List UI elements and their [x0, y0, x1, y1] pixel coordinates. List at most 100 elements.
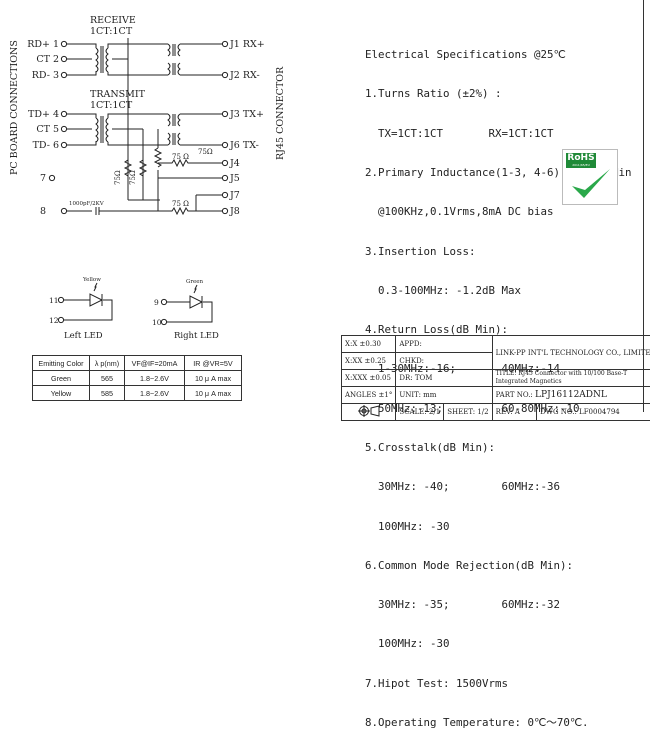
- pc-board-label: PC BOARD CONNECTIONS: [9, 40, 20, 175]
- pin-label-j8: J8: [229, 206, 240, 217]
- pin-label-ct2: CT 2: [36, 54, 59, 65]
- left-pins: [48, 40, 68, 215]
- pin-label-rd-plus: RD+ 1: [27, 39, 59, 50]
- table-row: Green 565 1.8~2.6V 10 μ A max: [32, 370, 242, 386]
- col-header: IR @VR=5V: [184, 355, 242, 371]
- r2-label: 75Ω: [129, 170, 137, 185]
- right-led-caption: Right LED: [174, 331, 219, 341]
- spec-line: 100MHz: -30: [365, 519, 450, 533]
- rohs-label: RoHS: [567, 153, 595, 163]
- pin-label-rd-minus: RD- 3: [32, 70, 59, 81]
- tolerance-4: ANGLES ±1°: [340, 386, 397, 404]
- pin-label-td-minus: TD- 6: [33, 140, 59, 151]
- pin-label-j6: J6 TX-: [229, 140, 259, 151]
- spec-line: Electrical Specifications @25℃: [365, 48, 566, 62]
- title-label: TITLE:: [495, 370, 517, 377]
- r4-label: 75 Ω: [172, 200, 189, 208]
- spec-line: 30MHz: -35; 60MHz:-32: [365, 598, 561, 612]
- rohs-sub: 2011/65/EU: [572, 163, 590, 167]
- table-row: Yellow 585 1.8~2.6V 10 μ A max: [32, 385, 242, 401]
- dwg-label: DWG NO.:: [540, 408, 577, 416]
- r3-label: 75 Ω: [172, 153, 189, 161]
- spec-line: 1.Turns Ratio (±2%) :: [365, 87, 502, 101]
- dr-field: DR: TOM: [395, 369, 493, 387]
- termination-network: [67, 129, 222, 216]
- scale-field: SCALE: 2/1: [395, 403, 445, 421]
- pin-label-td-plus: TD+ 4: [28, 109, 59, 120]
- spec-line: 3.Insertion Loss:: [365, 244, 476, 258]
- led-pin-11: [57, 296, 65, 304]
- pin-label-j2: J2 RX-: [229, 70, 260, 81]
- pin-label-ct5: CT 5: [36, 124, 59, 135]
- right-pins: [221, 40, 229, 215]
- left-pin-labels: RD+ 1 CT 2 RD- 3 TD+ 4 CT 5 TD- 6 7 8: [27, 39, 59, 217]
- rj45-connector-label: RJ45 CONNECTOR: [275, 66, 286, 160]
- table-cell: Yellow: [32, 385, 90, 401]
- led-pin-9-label: 9: [154, 298, 159, 307]
- led-pin-10-label: 10: [152, 318, 162, 327]
- left-led: [64, 282, 113, 321]
- dwg-number: LF0004794: [579, 408, 620, 416]
- spec-line: 8.Operating Temperature: 0℃～70℃.: [365, 715, 589, 729]
- pin-label-8: 8: [40, 206, 46, 217]
- col-header: Emitting Color: [32, 355, 90, 371]
- table-header-row: Emitting Color λ p(nm) VF@IF=20mA IR @VR…: [32, 355, 242, 371]
- check-icon: [572, 169, 610, 198]
- transmit-title: TRANSMIT: [90, 89, 146, 100]
- green-led-label: Green: [186, 279, 204, 285]
- spec-line: 100MHz: -30: [365, 637, 450, 651]
- pin-label-j5: J5: [229, 173, 240, 184]
- led-pin-11-label: 11: [49, 296, 59, 305]
- pin-label-j7: J7: [229, 190, 240, 201]
- frame-right-border: [643, 0, 644, 412]
- part-field: PART NO.: LPJ16112ADNL: [491, 386, 650, 404]
- resistor-labels: 75Ω 75Ω 75 Ω 75 Ω 75Ω 1000pF/2KV: [69, 148, 213, 208]
- spec-line: TX=1CT:1CT RX=1CT:1CT: [365, 126, 554, 140]
- table-cell: 565: [89, 370, 125, 386]
- unit-field: UNIT: mm: [395, 386, 493, 404]
- chkd-field: CHKD:: [395, 352, 493, 370]
- table-cell: 10 μ A max: [184, 370, 242, 386]
- part-number: LPJ16112ADNL: [535, 390, 607, 400]
- receive-title: RECEIVE: [90, 15, 136, 26]
- tolerance-3: X:XXX ±0.05: [340, 369, 397, 387]
- spec-line: 6.Common Mode Rejection(dB Min):: [365, 558, 574, 572]
- tolerance-1: X:X ±0.30: [340, 335, 397, 353]
- led-spec-table: Emitting Color λ p(nm) VF@IF=20mA IR @VR…: [32, 355, 242, 401]
- led-pin-12: [57, 316, 65, 324]
- spec-line: 7.Hipot Test: 1500Vrms: [365, 676, 509, 690]
- table-cell: 1.8~2.6V: [124, 370, 185, 386]
- table-cell: 10 μ A max: [184, 385, 242, 401]
- cap-label: 1000pF/2KV: [69, 201, 105, 207]
- receive-transformer: [67, 38, 222, 83]
- rev-field: REV: A: [491, 403, 538, 421]
- yellow-led-label: Yellow: [82, 277, 101, 283]
- title-text: RJ45 Connector with 10/100 Base-T Integr…: [495, 370, 628, 385]
- title-field: TITLE: RJ45 Connector with 10/100 Base-T…: [491, 369, 650, 387]
- spec-line: @100KHz,0.1Vrms,8mA DC bias: [365, 205, 554, 219]
- pin-label-j3: J3 TX+: [229, 109, 264, 120]
- pin-label-j1: J1 RX+: [229, 39, 265, 50]
- table-cell: Green: [32, 370, 90, 386]
- rohs-badge: RoHS 2011/65/EU: [562, 149, 618, 205]
- right-pin-labels: J1 RX+ J2 RX- J3 TX+ J6 TX- J4 J5 J7 J8: [229, 39, 265, 217]
- led-pin-9: [160, 298, 168, 306]
- spec-line: 4.Return Loss(dB Min):: [365, 323, 509, 337]
- receive-ratio: 1CT:1CT: [90, 26, 133, 37]
- table-cell: 585: [89, 385, 125, 401]
- rohs-tag: RoHS 2011/65/EU: [566, 153, 596, 168]
- schematic-diagram: RECEIVE 1CT:1CT TRANSMIT 1CT:1CT RD+ 1 C…: [9, 15, 286, 341]
- title-block: X:X ±0.30 APPD: LINK-PP INT'L TECHNOLOGY…: [340, 335, 650, 421]
- led-pin-10: [160, 318, 168, 326]
- projection-symbol-icon: [357, 405, 380, 417]
- col-header: VF@IF=20mA: [124, 355, 185, 371]
- projection-symbol-cell: [340, 403, 397, 421]
- r1-label: 75Ω: [114, 170, 122, 185]
- transmit-ratio: 1CT:1CT: [90, 100, 133, 111]
- spec-line: 0.3-100MHz: -1.2dB Max: [365, 283, 522, 297]
- pin-label-7: 7: [40, 173, 46, 184]
- tolerance-2: X:XX ±0.25: [340, 352, 397, 370]
- left-led-caption: Left LED: [64, 331, 103, 341]
- right-led: [167, 284, 213, 323]
- appd-field: APPD:: [395, 335, 493, 353]
